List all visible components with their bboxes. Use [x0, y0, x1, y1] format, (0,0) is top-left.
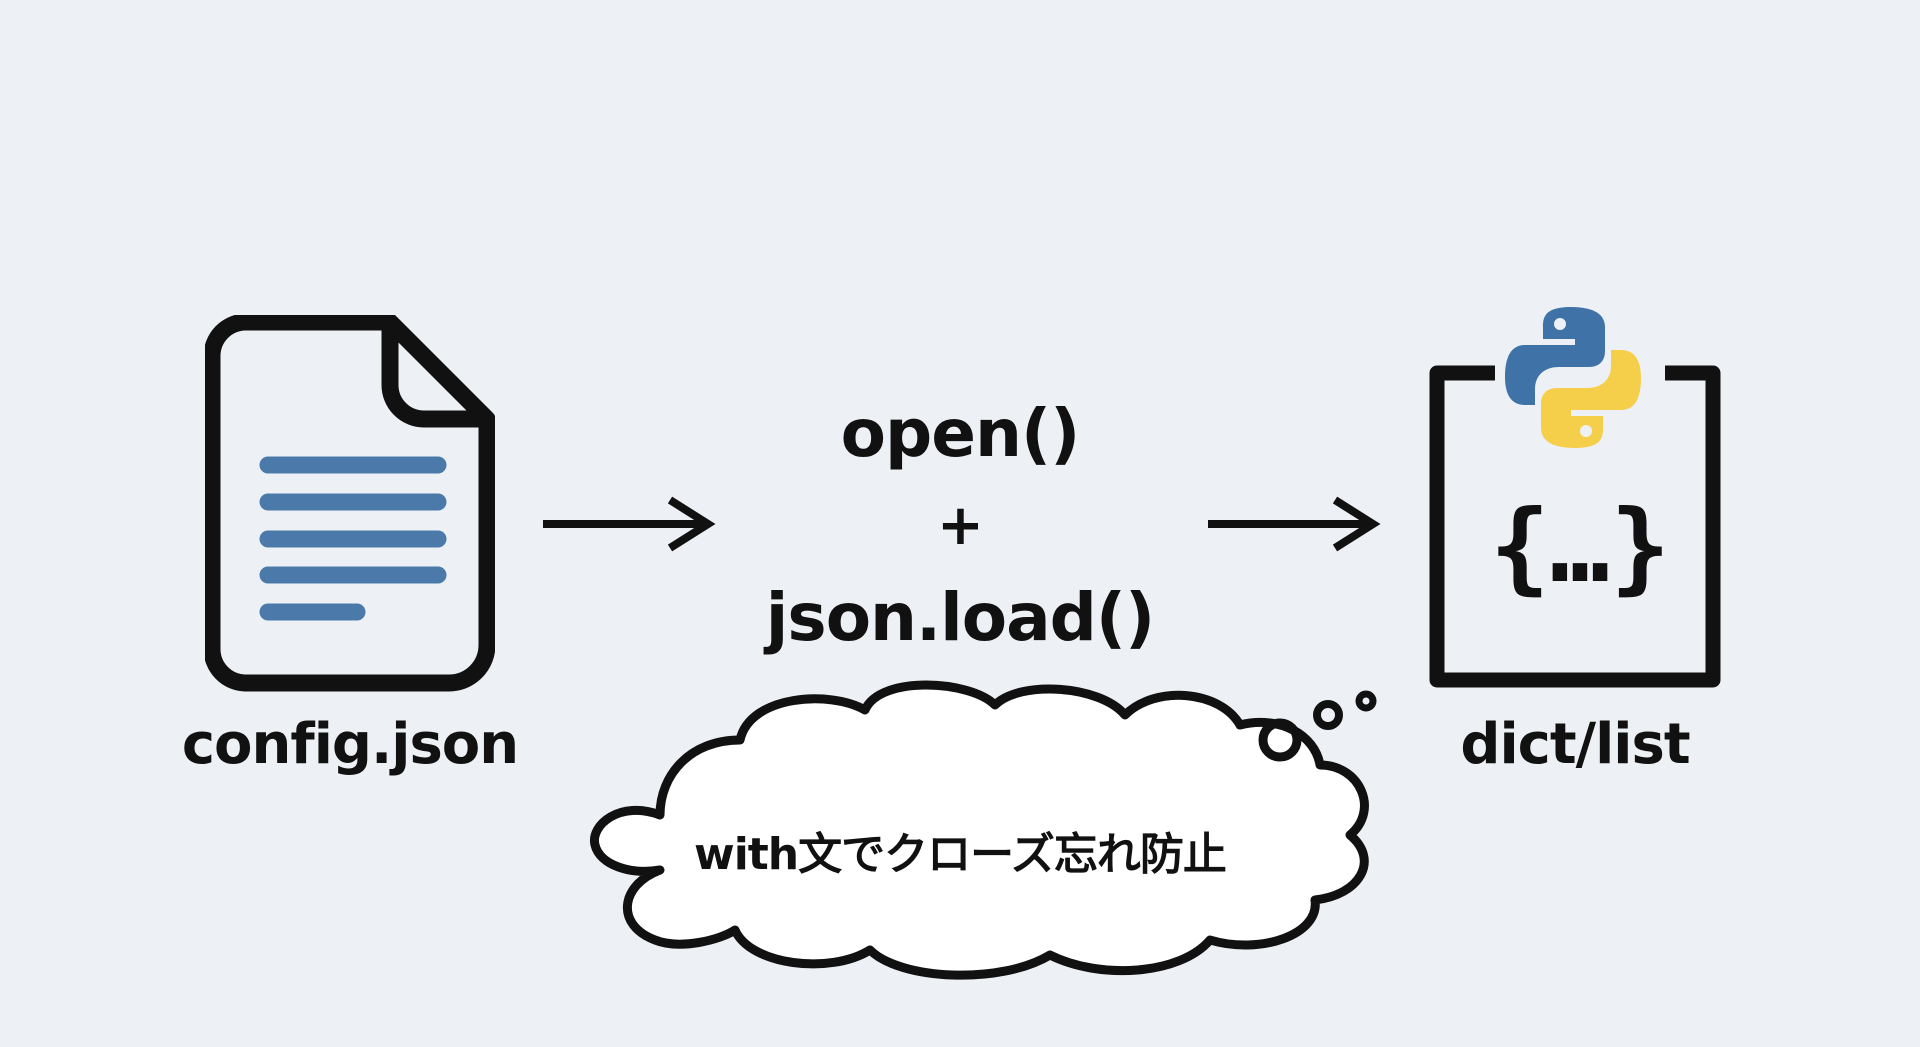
- thought-bubble-icon: [590, 680, 1377, 980]
- result-type-label: dict/list: [1460, 712, 1690, 777]
- container-bracket-icon: [1429, 365, 1721, 688]
- text-lines: [259, 456, 447, 621]
- thought-bubble-text: with文でクローズ忘れ防止: [694, 829, 1227, 880]
- process-block: open() + json.load(): [700, 388, 1220, 664]
- source-file-label: config.json: [181, 712, 519, 777]
- arrow-right-icon: [543, 496, 716, 552]
- plus-sign: +: [937, 493, 984, 558]
- document-icon: [205, 315, 495, 692]
- arrow-right-icon: [1208, 496, 1381, 552]
- open-call: open(): [840, 395, 1081, 472]
- dict-content-braces: {…}: [1489, 488, 1671, 605]
- python-logo-icon: [1505, 307, 1641, 448]
- json-load-call: json.load(): [765, 579, 1155, 656]
